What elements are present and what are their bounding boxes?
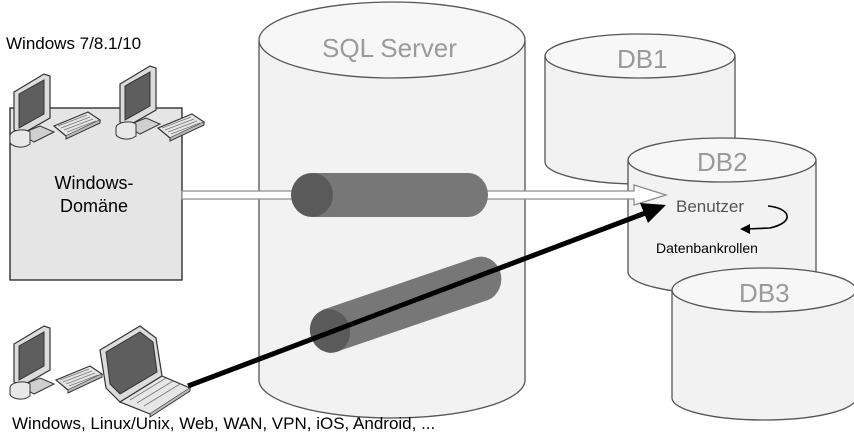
db3-cylinder	[671, 267, 854, 421]
db2-cylinder	[627, 137, 817, 295]
user-to-roles-arrow	[740, 205, 788, 234]
keyboard-icon	[55, 365, 103, 394]
db3-label: DB3	[739, 278, 790, 308]
laptop-computer-icon	[99, 325, 192, 418]
trusted-connection-tunnel	[291, 173, 488, 217]
db2-label: DB2	[697, 147, 748, 177]
domain-label: Windows- Domäne	[54, 173, 134, 216]
sql-server-label: SQL Server	[322, 33, 457, 63]
other-clients-label: Windows, Linux/Unix, Web, WAN, VPN, iOS,…	[12, 414, 436, 433]
db1-label: DB1	[617, 44, 668, 74]
windows-versions-label: Windows 7/8.1/10	[6, 34, 142, 53]
sql-login-arrow	[187, 203, 666, 389]
database-roles-label: Datenbankrollen	[656, 240, 758, 256]
desktop-computer-icon	[9, 325, 55, 400]
user-label: Benutzer	[676, 197, 745, 216]
